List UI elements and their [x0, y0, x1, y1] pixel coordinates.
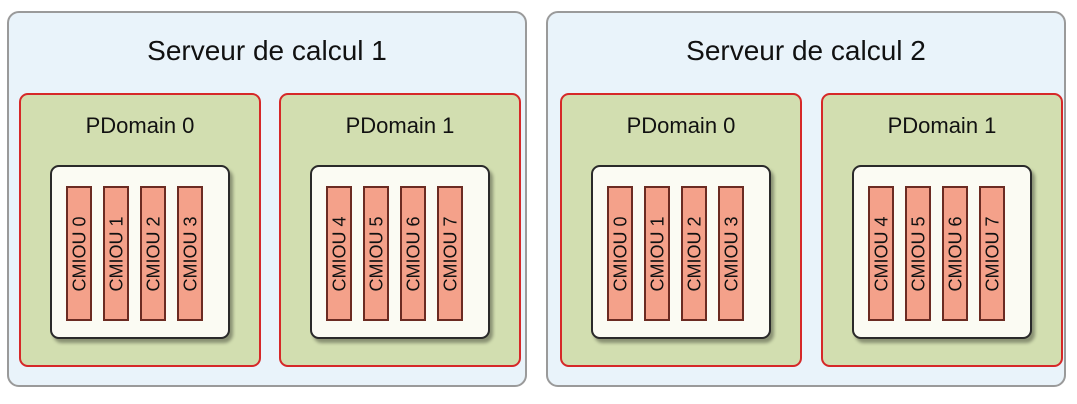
cmiou-slot: CMIOU 5: [905, 186, 931, 321]
cmiou-label: CMIOU 7: [982, 215, 1003, 292]
cmiou-label: CMIOU 5: [908, 215, 929, 292]
cmiou-slot: CMIOU 1: [644, 186, 670, 321]
cmiou-label: CMIOU 4: [871, 215, 892, 292]
cmiou-slot: CMIOU 4: [326, 186, 352, 321]
cmiou-label: CMIOU 1: [106, 215, 127, 292]
cmiou-label: CMIOU 3: [180, 215, 201, 292]
cmiou-label: CMIOU 1: [647, 215, 668, 292]
cmiou-slot: CMIOU 4: [868, 186, 894, 321]
compute-server-1: Serveur de calcul 1 PDomain 0 CMIOU 0 CM…: [7, 11, 527, 387]
cmiou-slot: CMIOU 6: [400, 186, 426, 321]
cmiou-slot: CMIOU 5: [363, 186, 389, 321]
pdomain-title: PDomain 1: [345, 113, 455, 138]
cmiou-slot: CMIOU 0: [66, 186, 92, 321]
cmiou-slot: CMIOU 2: [681, 186, 707, 321]
cmiou-board: CMIOU 0 CMIOU 1 CMIOU 2 CMIOU 3: [50, 165, 230, 339]
pdomain-title: PDomain 0: [85, 113, 195, 138]
pdomain-0: PDomain 0 CMIOU 0 CMIOU 1 CMIOU 2 CMIOU …: [560, 93, 802, 367]
cmiou-slot: CMIOU 7: [979, 186, 1005, 321]
compute-server-2: Serveur de calcul 2 PDomain 0 CMIOU 0 CM…: [546, 11, 1066, 387]
pdomain-title: PDomain 1: [887, 113, 997, 138]
cmiou-slot: CMIOU 7: [437, 186, 463, 321]
cmiou-slot: CMIOU 1: [103, 186, 129, 321]
cmiou-label: CMIOU 4: [329, 215, 350, 292]
server-title: Serveur de calcul 1: [147, 35, 387, 66]
cmiou-label: CMIOU 2: [684, 215, 705, 292]
pdomain-1: PDomain 1 CMIOU 4 CMIOU 5 CMIOU 6 CMIOU …: [279, 93, 521, 367]
cmiou-slot: CMIOU 3: [177, 186, 203, 321]
cmiou-label: CMIOU 3: [721, 215, 742, 292]
cmiou-label: CMIOU 0: [610, 215, 631, 292]
cmiou-label: CMIOU 6: [945, 215, 966, 292]
cmiou-slot: CMIOU 2: [140, 186, 166, 321]
cmiou-slot: CMIOU 6: [942, 186, 968, 321]
pdomain-title: PDomain 0: [626, 113, 736, 138]
cmiou-label: CMIOU 7: [440, 215, 461, 292]
cmiou-slot: CMIOU 3: [718, 186, 744, 321]
cmiou-label: CMIOU 2: [143, 215, 164, 292]
server-title: Serveur de calcul 2: [686, 35, 926, 66]
cmiou-board: CMIOU 0 CMIOU 1 CMIOU 2 CMIOU 3: [591, 165, 771, 339]
cmiou-label: CMIOU 0: [69, 215, 90, 292]
cmiou-label: CMIOU 5: [366, 215, 387, 292]
pdomain-1: PDomain 1 CMIOU 4 CMIOU 5 CMIOU 6 CMIOU …: [821, 93, 1063, 367]
cmiou-board: CMIOU 4 CMIOU 5 CMIOU 6 CMIOU 7: [852, 165, 1032, 339]
pdomain-0: PDomain 0 CMIOU 0 CMIOU 1 CMIOU 2 CMIOU …: [19, 93, 261, 367]
cmiou-slot: CMIOU 0: [607, 186, 633, 321]
cmiou-board: CMIOU 4 CMIOU 5 CMIOU 6 CMIOU 7: [310, 165, 490, 339]
cmiou-label: CMIOU 6: [403, 215, 424, 292]
